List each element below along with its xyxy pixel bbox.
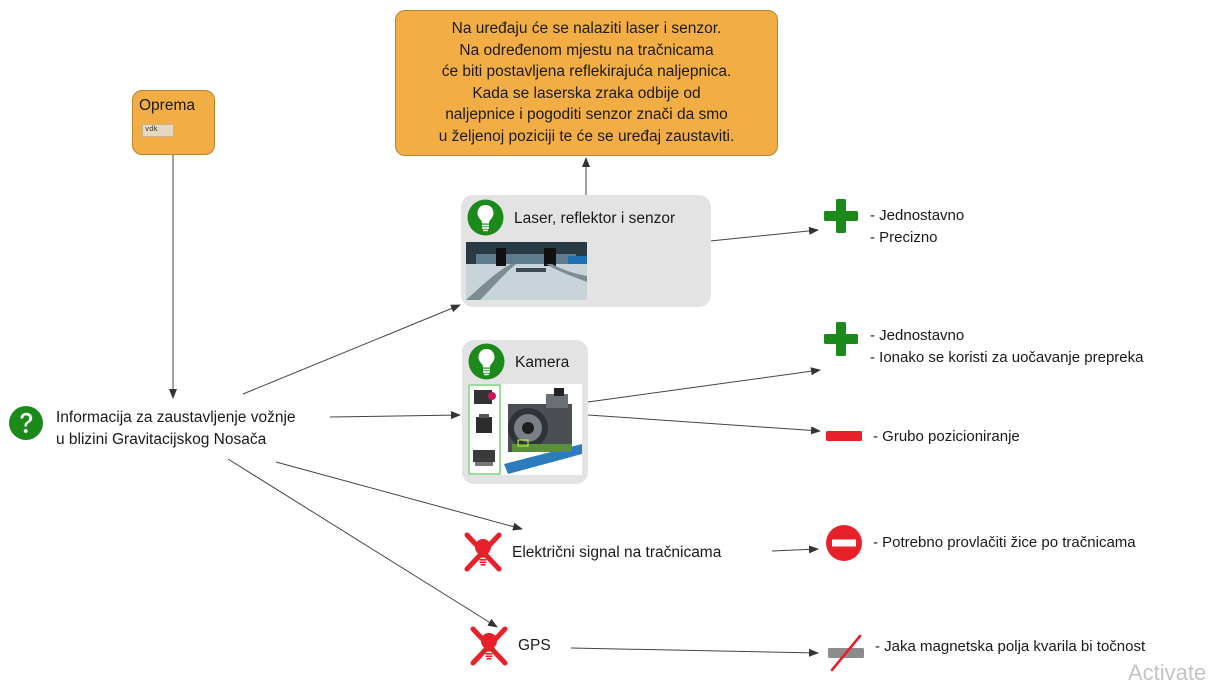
- plus-icon: [824, 322, 858, 356]
- option-laser-label: Laser, reflektor i senzor: [514, 210, 676, 227]
- question-circle-icon: [9, 406, 43, 440]
- root-question-label[interactable]: Informacija za zaustavljenje vožnje u bl…: [56, 409, 296, 448]
- kamera-pro-text[interactable]: - Jednostavno - Ionako se koristi za uoč…: [870, 327, 1144, 366]
- signal-con-text[interactable]: - Potrebno provlačiti žice po tračnicama: [873, 534, 1136, 551]
- plus-icon: [824, 199, 858, 233]
- edge-root-gps: [227, 458, 498, 628]
- crossed-minus-icon: [828, 634, 864, 672]
- crossed-lightbulb-icon: [470, 626, 508, 666]
- option-gps-label[interactable]: GPS: [518, 637, 551, 654]
- oprema-node[interactable]: Oprema vdk: [132, 90, 215, 155]
- no-entry-icon: [826, 525, 862, 561]
- gps-con-text[interactable]: - Jaka magnetska polja kvarila bi točnos…: [875, 638, 1146, 655]
- minus-icon: [826, 431, 862, 441]
- camera-photo: [468, 384, 582, 475]
- explanation-note[interactable]: Na uređaju će se nalaziti laser i senzor…: [395, 10, 778, 156]
- edge-root-laser: [242, 304, 461, 395]
- option-laser-box[interactable]: Laser, reflektor i senzor: [461, 195, 711, 307]
- option-kamera-label: Kamera: [515, 354, 570, 371]
- oprema-title: Oprema: [139, 97, 195, 114]
- activate-watermark: Activate: [1128, 660, 1207, 685]
- attachment-tag[interactable]: vdk: [142, 124, 174, 137]
- attachment-tag-label: vdk: [145, 125, 158, 133]
- edge-laser-pro: [709, 226, 819, 242]
- edge-kamera-pro: [587, 367, 821, 403]
- crossed-lightbulb-icon: [464, 532, 502, 572]
- option-signal-label[interactable]: Električni signal na tračnicama: [512, 544, 722, 561]
- edge-kamera-con: [587, 414, 821, 435]
- laser-photo: [466, 242, 587, 300]
- edge-signal-con: [771, 545, 819, 554]
- laser-pro-text[interactable]: - Jednostavno - Precizno: [870, 207, 965, 246]
- edge-gps-con: [570, 647, 819, 657]
- lightbulb-icon: [467, 199, 504, 236]
- edge-root-kamera: [329, 411, 461, 420]
- kamera-con-text[interactable]: - Grubo pozicioniranje: [873, 428, 1020, 445]
- lightbulb-icon: [468, 343, 505, 380]
- option-kamera-box[interactable]: Kamera: [462, 340, 588, 484]
